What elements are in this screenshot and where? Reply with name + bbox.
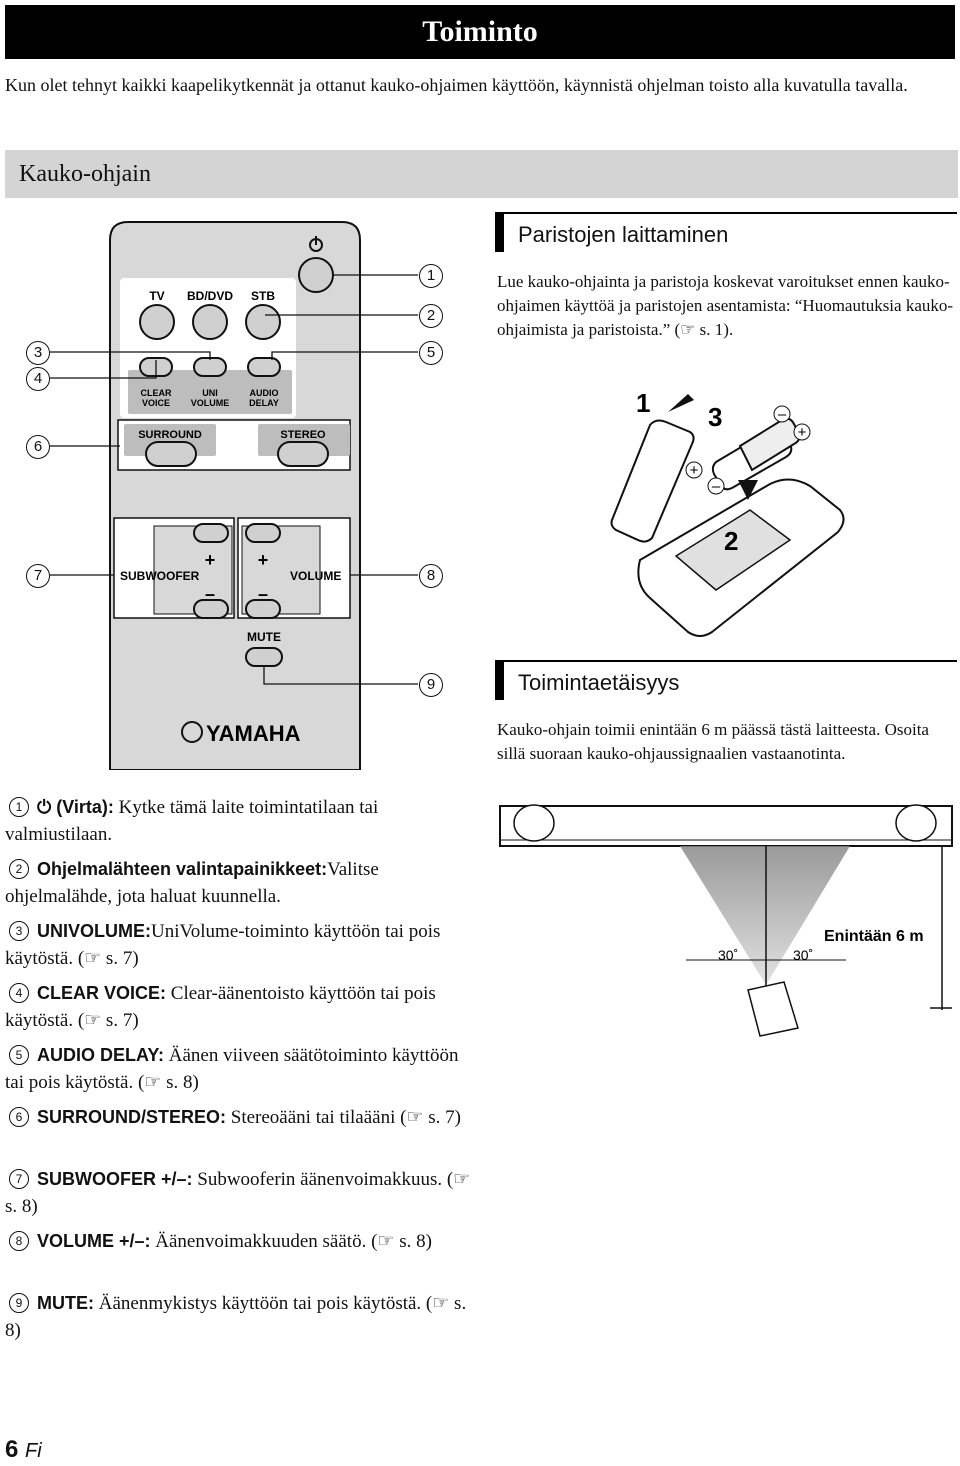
callout-9: 9 <box>419 673 443 697</box>
stb-button <box>245 304 281 340</box>
page-number: 6 Fi <box>5 1436 42 1463</box>
angle-right-label: 30˚ <box>793 947 813 963</box>
step-1: 1 <box>636 388 650 418</box>
svg-text:SUBWOOFER: SUBWOOFER <box>120 569 200 583</box>
yamaha-logo-icon <box>181 721 203 743</box>
svg-text:DELAY: DELAY <box>249 398 279 408</box>
svg-text:–: – <box>778 406 787 423</box>
svg-text:–: – <box>205 584 215 604</box>
battery-illustration: 1 2 3 – + + – <box>610 388 845 637</box>
svg-text:–: – <box>258 584 268 604</box>
svg-text:VOICE: VOICE <box>142 398 170 408</box>
range-illustration: 30˚ 30˚ Enintään 6 m <box>499 804 953 1037</box>
intro-text: Kun olet tehnyt kaikki kaapelikytkennät … <box>5 75 908 95</box>
mute-button <box>245 647 283 667</box>
legend-item-1: 1⏻ (Virta): Kytke tämä laite toimintatil… <box>5 797 379 845</box>
step-3: 3 <box>708 402 722 432</box>
svg-text:CLEAR: CLEAR <box>141 388 172 398</box>
distance-label: Enintään 6 m <box>824 928 924 945</box>
svg-text:AUDIO: AUDIO <box>250 388 279 398</box>
page-title: Toiminto <box>5 5 955 59</box>
bd-label: BD/DVD <box>187 289 233 303</box>
subwoofer-minus-button <box>193 599 229 619</box>
tv-button <box>139 304 175 340</box>
batteries-text: Lue kauko-ohjainta ja paristoja koskevat… <box>497 272 954 339</box>
range-heading: Toimintaetäisyys <box>495 660 957 700</box>
power-icon <box>309 236 323 252</box>
callout-2: 2 <box>419 304 443 328</box>
svg-text:+: + <box>205 550 216 570</box>
svg-text:SURROUND: SURROUND <box>138 429 202 441</box>
tv-label: TV <box>149 289 164 303</box>
svg-text:+: + <box>258 550 269 570</box>
svg-text:UNI: UNI <box>202 388 218 398</box>
svg-text:VOLUME: VOLUME <box>191 398 230 408</box>
callout-4: 4 <box>26 367 50 391</box>
callout-7: 7 <box>26 564 50 588</box>
batteries-heading: Paristojen laittaminen <box>495 212 957 252</box>
remote-illustration: TV BD/DVD STB CLEAR VOICE UNI VOLUME AUD… <box>50 221 418 770</box>
subwoofer-plus-button <box>193 523 229 543</box>
svg-text:+: + <box>690 462 699 479</box>
callout-1: 1 <box>419 264 443 288</box>
svg-text:VOLUME: VOLUME <box>290 569 341 583</box>
stereo-button <box>277 441 329 467</box>
brand-logo: YAMAHA <box>206 721 301 746</box>
svg-text:STEREO: STEREO <box>280 429 326 441</box>
button-legend: 1⏻ (Virta): Kytke tämä laite toimintatil… <box>5 794 475 1354</box>
range-text: Kauko-ohjain toimii enintään 6 m päässä … <box>497 720 929 763</box>
surround-button <box>145 441 197 467</box>
univolume-button <box>193 357 227 377</box>
callout-3: 3 <box>26 341 50 365</box>
step-2: 2 <box>724 526 738 556</box>
stb-label: STB <box>251 289 275 303</box>
callout-5: 5 <box>419 341 443 365</box>
callout-6: 6 <box>26 435 50 459</box>
bd-button <box>192 304 228 340</box>
svg-text:–: – <box>712 478 721 495</box>
callout-8: 8 <box>419 564 443 588</box>
section-title: Kauko-ohjain <box>5 150 958 198</box>
svg-text:MUTE: MUTE <box>247 630 281 644</box>
svg-text:+: + <box>798 424 807 441</box>
volume-minus-button <box>245 599 281 619</box>
audio-delay-button <box>247 357 281 377</box>
angle-left-label: 30˚ <box>718 947 738 963</box>
volume-plus-button <box>245 523 281 543</box>
